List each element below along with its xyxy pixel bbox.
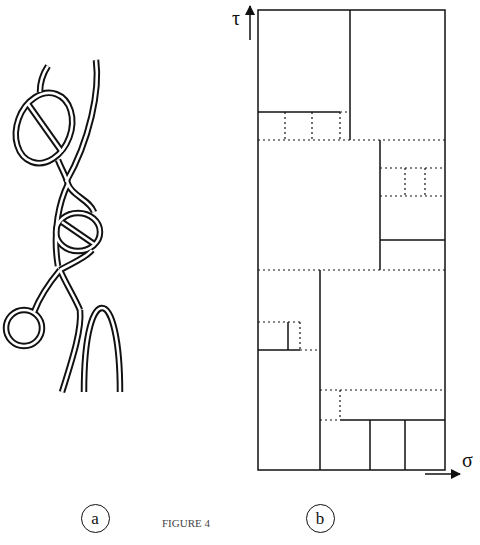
axis-label: τ	[232, 8, 240, 28]
panel-letter: a	[81, 504, 110, 533]
panel-letter-text: b	[316, 510, 325, 527]
figure-caption-label: FIGURE 4	[162, 518, 210, 529]
sigma-tau-grid	[258, 10, 445, 470]
worldsheet-outline	[6, 60, 120, 392]
worldsheet-interior	[6, 60, 120, 392]
panel-letter: b	[306, 504, 335, 533]
dotted-subdivision	[258, 112, 445, 420]
axis-label: σ	[462, 450, 473, 470]
tau-axis-arrow	[249, 6, 251, 40]
sigma-axis-arrow	[425, 473, 460, 475]
panel-letter-text: a	[91, 510, 99, 527]
